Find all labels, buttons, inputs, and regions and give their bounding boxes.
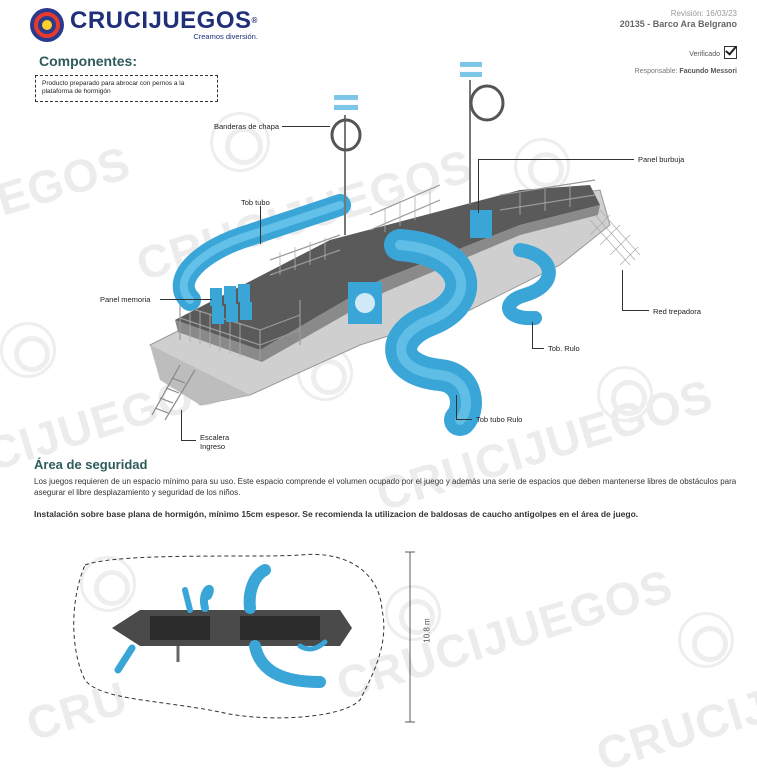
- playground-illustration: [73, 62, 641, 723]
- safety-area-description: Los juegos requieren de un espacio mínim…: [34, 477, 737, 497]
- responsible-label: Responsable:: [634, 68, 678, 75]
- leader-line: [532, 322, 533, 348]
- round-window: [355, 293, 375, 313]
- callout-tob-rulo: Tob. Rulo: [548, 344, 580, 353]
- responsible: Responsable: Facundo Messori: [635, 68, 737, 75]
- installation-note: Instalación sobre base plana de hormigón…: [34, 509, 639, 519]
- callout-tob-tubo-rulo: Tob tubo Rulo: [476, 415, 523, 424]
- dimension-label: 10.8 m: [422, 618, 432, 643]
- ship-wheel-flag: [330, 84, 505, 152]
- watermark-seal: [385, 585, 441, 641]
- entry-ladder: [151, 364, 196, 421]
- watermark-seal: [80, 556, 136, 612]
- spiral-tube-slide: [384, 229, 482, 436]
- callout-escalera-line2: Ingreso: [200, 442, 226, 451]
- logo-icon: [30, 8, 64, 42]
- argentina-flag: [333, 62, 483, 110]
- leader-line: [181, 440, 196, 441]
- safety-area-plan: [73, 551, 415, 723]
- leader-line: [260, 206, 261, 244]
- leader-line: [282, 126, 330, 127]
- callout-escalera: Escalera Ingreso: [200, 433, 229, 451]
- watermark-seal: [210, 112, 270, 172]
- open-spiral-slide: [502, 243, 556, 326]
- revision-date: Revisión: 16/03/23: [670, 9, 737, 18]
- leader-line: [622, 270, 623, 310]
- verified-checkbox[interactable]: [724, 46, 737, 59]
- bubble-panel: [470, 210, 492, 238]
- callout-red-trepadora: Red trepadora: [653, 307, 701, 316]
- components-note: Producto preparado para abrocar con pern…: [35, 75, 218, 102]
- leader-line: [532, 348, 544, 349]
- railings: [179, 179, 596, 360]
- verification: Verificado: [689, 46, 737, 59]
- brand-logo: CRUCIJUEGOS® Creamos diversión.: [30, 8, 258, 42]
- leader-line: [181, 410, 182, 440]
- callout-escalera-line1: Escalera: [200, 433, 230, 442]
- tube-slide: [172, 194, 351, 311]
- verified-label: Verificado: [689, 51, 720, 58]
- leader-line: [456, 395, 457, 419]
- railing-posts: [189, 185, 571, 357]
- callout-banderas: Banderas de chapa: [214, 122, 280, 131]
- leader-line: [160, 299, 212, 300]
- watermark-seal: [0, 322, 56, 378]
- leader-line: [478, 159, 479, 213]
- memory-panel: [210, 284, 252, 324]
- brand-name: CRUCIJUEGOS®: [70, 7, 258, 34]
- responsible-name: Facundo Messori: [679, 68, 737, 75]
- callout-panel-burbuja: Panel burbuja: [638, 155, 685, 164]
- watermark-seal: [597, 366, 653, 422]
- product-title: 20135 - Barco Ara Belgrano: [619, 19, 737, 29]
- callout-tob-tubo: Tob tubo: [241, 198, 270, 207]
- climbing-net: [589, 209, 641, 266]
- components-title: Componentes:: [39, 53, 137, 69]
- leader-line: [622, 310, 649, 311]
- safety-area-title: Área de seguridad: [34, 457, 148, 472]
- leader-line: [456, 419, 472, 420]
- watermark-seal: [678, 612, 734, 668]
- revision-block: Revisión: 16/03/23 20135 - Barco Ara Bel…: [620, 9, 737, 29]
- brand-tagline: Creamos diversión.: [193, 32, 258, 41]
- callout-panel-memoria: Panel memoria: [100, 295, 151, 304]
- leader-line: [478, 159, 634, 160]
